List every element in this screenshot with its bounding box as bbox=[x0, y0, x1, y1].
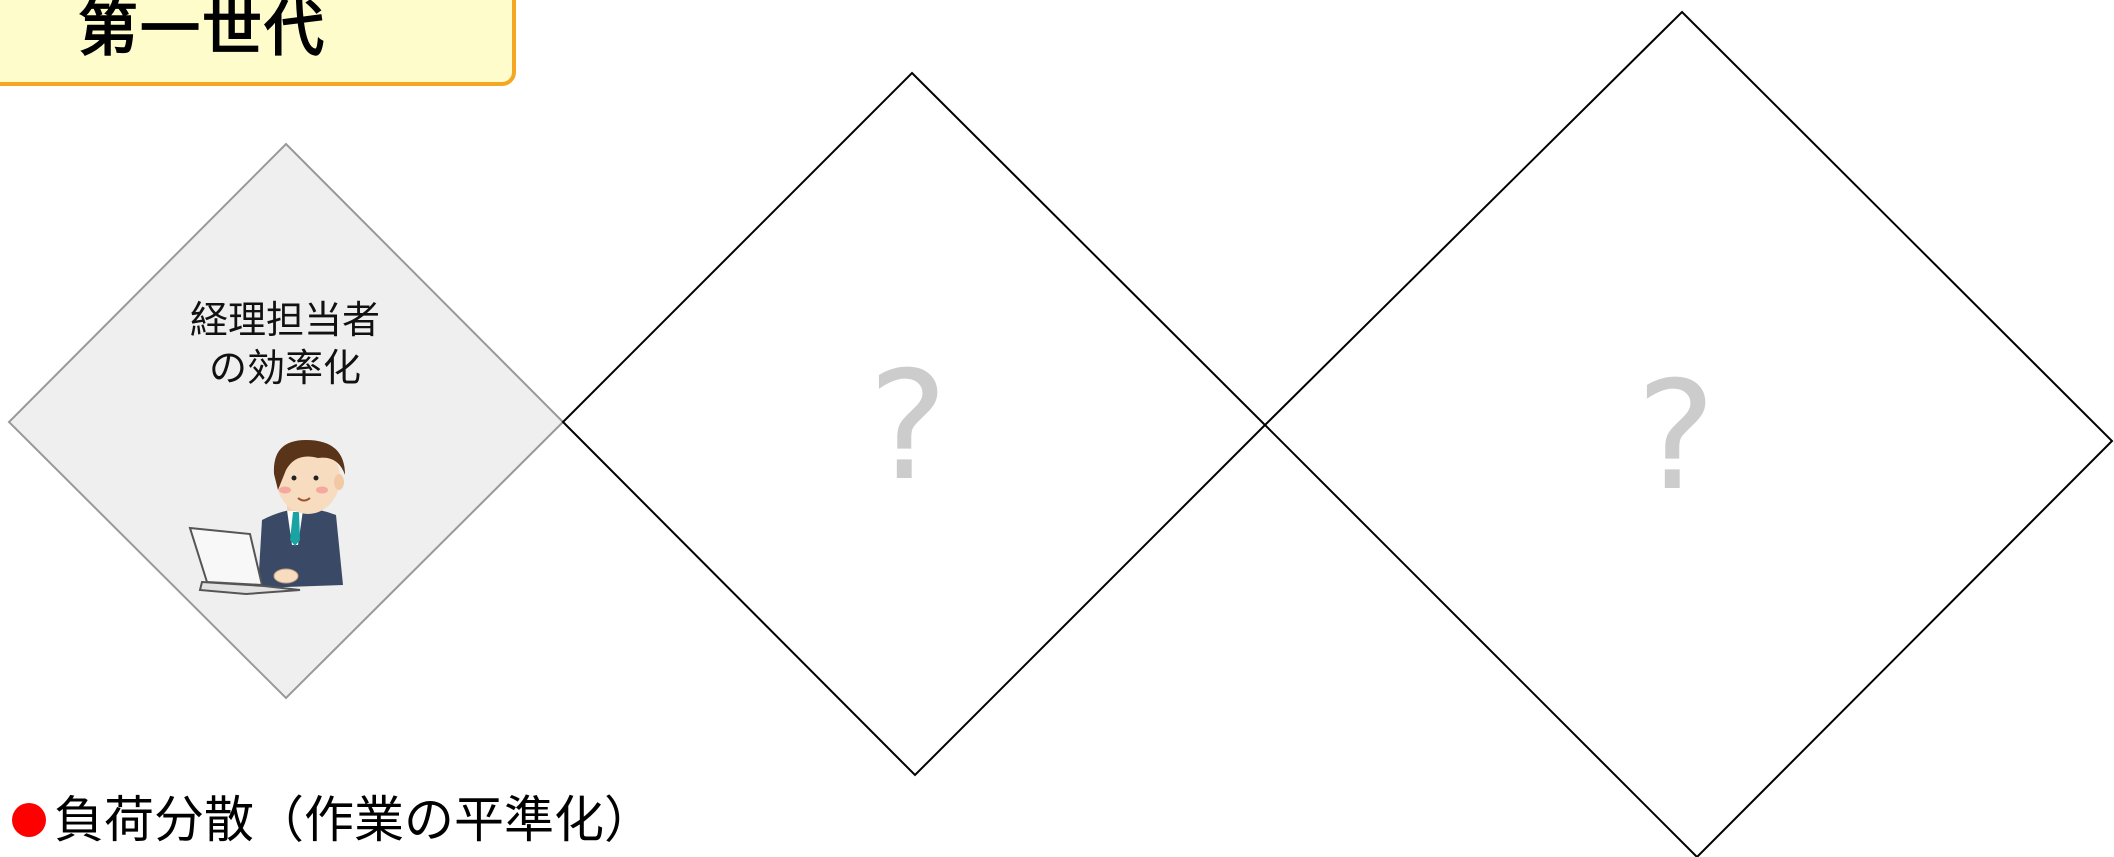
generation-title: 第一世代 bbox=[78, 0, 326, 66]
stage1-label-line2: の効率化 bbox=[130, 344, 440, 392]
stage2-question-mark: ? bbox=[838, 352, 978, 502]
bullet-text: 負荷分散（作業の平準化） bbox=[54, 788, 654, 852]
bullet-item: 負荷分散（作業の平準化） bbox=[12, 788, 654, 852]
stage1-label: 経理担当者 の効率化 bbox=[130, 296, 440, 392]
red-bullet-icon bbox=[12, 803, 46, 837]
stage1-diamond bbox=[9, 144, 563, 698]
stage3-question-mark: ? bbox=[1606, 362, 1746, 512]
stage1-label-line1: 経理担当者 bbox=[130, 296, 440, 344]
